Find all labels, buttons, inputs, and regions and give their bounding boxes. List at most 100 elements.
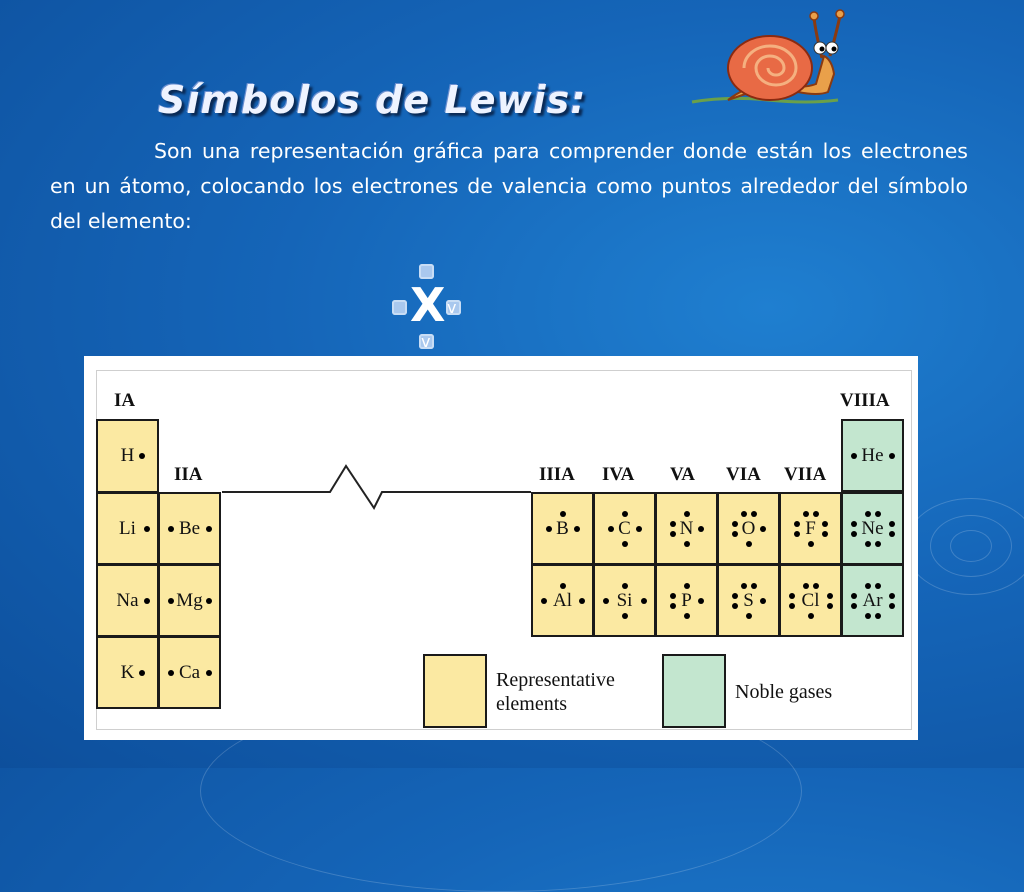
element-cell-ne: Ne [841, 492, 904, 565]
lewis-symbol-x: X [410, 278, 446, 332]
valence-electron-dot [669, 520, 676, 527]
valence-electron-dot [745, 612, 752, 619]
valence-electron-dot [683, 510, 690, 517]
valence-electron-dot [850, 520, 857, 527]
valence-electron-dot [167, 597, 174, 604]
valence-electron-dot [205, 525, 212, 532]
valence-electron-dot [669, 592, 676, 599]
element-cell-c: C [593, 492, 656, 565]
element-cell-s: S [717, 564, 780, 637]
valence-electron-dot [821, 520, 828, 527]
valence-electron-dot [888, 520, 895, 527]
element-symbol: K [120, 661, 135, 683]
table-gap-line [222, 464, 531, 510]
valence-electron-dot [850, 530, 857, 537]
valence-electron-dot [759, 597, 766, 604]
valence-electron-dot [888, 592, 895, 599]
electron-square-right [446, 300, 461, 315]
valence-electron-dot [697, 525, 704, 532]
valence-electron-dot [621, 540, 628, 547]
element-cell-be: Be [158, 492, 221, 565]
element-cell-ar: Ar [841, 564, 904, 637]
intro-paragraph: Son una representación gráfica para comp… [50, 139, 968, 233]
valence-electron-dot [793, 520, 800, 527]
element-symbol: H [120, 445, 135, 466]
element-symbol: F [805, 517, 816, 539]
valence-electron-dot [740, 582, 747, 589]
valence-electron-dot [731, 602, 738, 609]
element-symbol: Ar [862, 589, 883, 611]
element-symbol: O [741, 517, 756, 539]
element-cell-si: Si [593, 564, 656, 637]
snail-icon [691, 9, 845, 104]
valence-electron-dot [635, 525, 642, 532]
electron-square-left [392, 300, 407, 315]
valence-electron-dot [621, 510, 628, 517]
valence-electron-dot [874, 612, 881, 619]
element-symbol: He [861, 444, 884, 466]
valence-electron-dot [812, 510, 819, 517]
valence-electron-dot [874, 540, 881, 547]
valence-electron-dot [205, 669, 212, 676]
element-cell-f: F [779, 492, 842, 565]
valence-electron-dot [826, 592, 833, 599]
valence-electron-dot [731, 530, 738, 537]
valence-electron-dot [864, 612, 871, 619]
legend-swatch-representative [423, 654, 487, 728]
electron-square-bottom [419, 334, 434, 349]
electron-square-top [419, 264, 434, 279]
valence-electron-dot [669, 530, 676, 537]
valence-electron-dot [788, 592, 795, 599]
valence-electron-dot [874, 510, 881, 517]
valence-electron-dot [788, 602, 795, 609]
valence-electron-dot [559, 582, 566, 589]
valence-electron-dot [143, 525, 150, 532]
element-symbol: Li [119, 517, 136, 539]
element-symbol: Al [553, 589, 572, 611]
element-cell-mg: Mg [158, 564, 221, 637]
valence-electron-dot [850, 452, 857, 459]
valence-electron-dot [745, 540, 752, 547]
group-label-viiia: VIIIA [840, 390, 890, 411]
valence-electron-dot [793, 530, 800, 537]
v-label: v [447, 298, 457, 317]
valence-electron-dot [888, 452, 895, 459]
element-cell-cl: Cl [779, 564, 842, 637]
element-cell-o: O [717, 492, 780, 565]
valence-electron-dot [697, 597, 704, 604]
group-label-via: VIA [726, 464, 761, 485]
element-cell-k: K [96, 636, 159, 709]
valence-electron-dot [864, 540, 871, 547]
valence-electron-dot [864, 510, 871, 517]
valence-electron-dot [802, 582, 809, 589]
valence-electron-dot [850, 592, 857, 599]
valence-electron-dot [640, 597, 647, 604]
valence-electron-dot [740, 510, 747, 517]
valence-electron-dot [759, 525, 766, 532]
valence-electron-dot [807, 612, 814, 619]
ripple-decoration [905, 498, 1024, 595]
valence-electron-dot [578, 597, 585, 604]
element-symbol: B [556, 517, 569, 539]
group-label-iva: IVA [602, 464, 635, 485]
valence-electron-dot [138, 669, 145, 676]
valence-electron-dot [167, 525, 174, 532]
element-symbol: Ca [178, 661, 201, 683]
valence-electron-dot [812, 582, 819, 589]
valence-electron-dot [540, 597, 547, 604]
valence-electron-dot [559, 510, 566, 517]
element-symbol: Mg [176, 589, 203, 611]
valence-electron-dot [205, 597, 212, 604]
valence-electron-dot [138, 452, 145, 459]
valence-electron-dot [807, 540, 814, 547]
valence-electron-dot [621, 612, 628, 619]
valence-electron-dot [669, 602, 676, 609]
element-symbol: C [618, 517, 631, 539]
element-cell-na: Na [96, 564, 159, 637]
element-cell-n: N [655, 492, 718, 565]
valence-electron-dot [874, 582, 881, 589]
element-cell-ca: Ca [158, 636, 221, 709]
valence-electron-dot [888, 602, 895, 609]
valence-electron-dot [602, 597, 609, 604]
